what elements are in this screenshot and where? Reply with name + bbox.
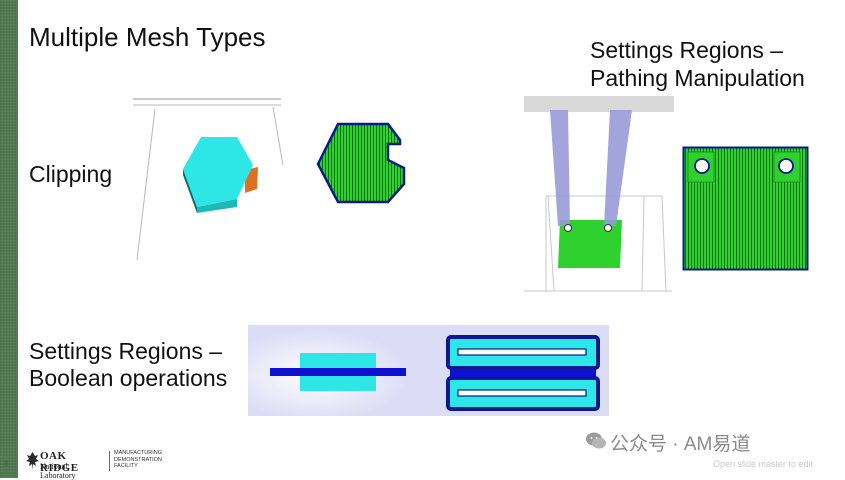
heading-line: Settings Regions – — [590, 37, 784, 63]
clipping-toolpath — [316, 122, 406, 204]
settings-regions-boolean-heading: Settings Regions – Boolean operations — [29, 338, 227, 392]
logo-line2: National Laboratory — [40, 462, 76, 480]
heading-line: Settings Regions – — [29, 338, 223, 364]
logo-divider — [109, 451, 110, 471]
page-number: 8 — [4, 459, 9, 468]
wechat-watermark: 公众号 · AM易道 — [610, 434, 751, 455]
wechat-icon — [586, 432, 606, 449]
logo-facility: MANUFACTURING DEMONSTRATION FACILITY — [114, 450, 162, 470]
facility-line: FACILITY — [114, 463, 138, 469]
facility-line: DEMONSTRATION — [114, 456, 162, 463]
pathing-toolpath — [682, 146, 809, 271]
facility-line: MANUFACTURING — [114, 450, 162, 456]
settings-regions-pathing-heading: Settings Regions – Pathing Manipulation — [590, 36, 805, 92]
boolean-operations-image — [248, 325, 609, 416]
heading-line: Pathing Manipulation — [590, 65, 805, 91]
clipping-3d-view — [133, 98, 284, 261]
slide-master-hint: Open slide master to edit — [713, 459, 814, 469]
oak-leaf-icon — [26, 452, 39, 470]
clipping-label: Clipping — [29, 161, 113, 187]
slide-title: Multiple Mesh Types — [29, 22, 266, 52]
pathing-3d-view — [524, 96, 674, 293]
slide-sidebar — [0, 0, 18, 478]
heading-line: Boolean operations — [29, 365, 228, 391]
logo-line1: OAK RIDGE — [40, 450, 79, 474]
